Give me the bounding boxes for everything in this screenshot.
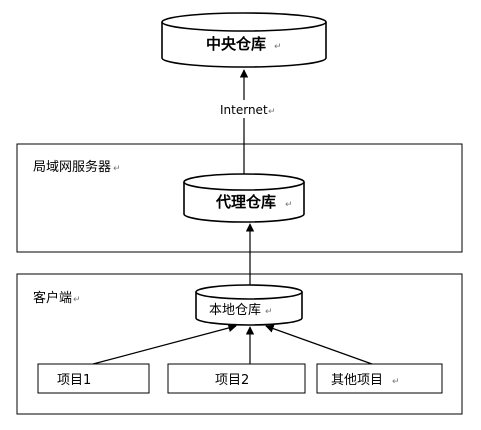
other-projects-box: 其他项目 ↵ <box>316 363 443 394</box>
central-repo-label: 中央仓库 <box>206 35 266 53</box>
edge-project1-to-local <box>92 323 237 365</box>
edge-other-to-local <box>265 324 373 365</box>
lan-server-box: 局域网服务器 ↵ <box>16 143 463 253</box>
project-1-label: 项目1 <box>57 373 91 388</box>
lan-server-label: 局域网服务器 <box>33 159 111 175</box>
local-repo-node: 本地仓库 ↵ <box>195 284 303 326</box>
internet-label: Internet <box>220 103 268 117</box>
return-mark: ↵ <box>113 164 121 174</box>
other-projects-label: 其他项目 <box>331 373 383 388</box>
client-label: 客户端 <box>33 290 72 306</box>
proxy-repo-node: 代理仓库 ↵ <box>183 173 305 223</box>
return-mark: ↵ <box>285 200 293 210</box>
project-2-label: 项目2 <box>215 373 249 388</box>
return-mark: ↵ <box>73 295 81 305</box>
proxy-repo-label: 代理仓库 <box>215 193 276 211</box>
return-mark: ↵ <box>268 107 276 117</box>
project-1-box: 项目1 <box>37 363 150 394</box>
project-2-box: 项目2 <box>167 363 306 394</box>
central-repo-node: 中央仓库 ↵ <box>161 12 327 68</box>
return-mark: ↵ <box>274 42 282 52</box>
return-mark: ↵ <box>265 307 273 317</box>
client-box: 客户端 ↵ <box>16 273 463 415</box>
local-repo-label: 本地仓库 <box>209 302 261 318</box>
return-mark: ↵ <box>392 377 400 387</box>
